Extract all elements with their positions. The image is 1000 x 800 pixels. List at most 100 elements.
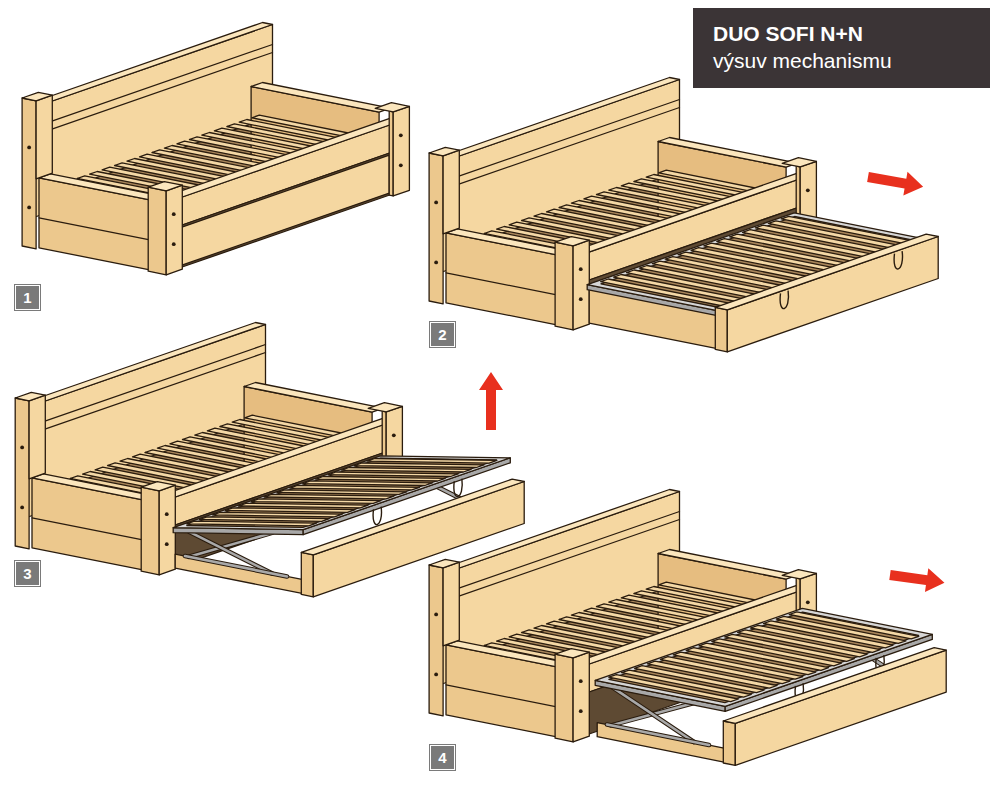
backrest-groove [48,53,272,131]
backrest-top [18,323,266,408]
backrest-top [432,490,680,575]
end-panel-top [251,83,390,113]
slat [225,508,355,513]
panel-line [446,273,558,295]
slat [354,463,484,468]
slat [290,485,420,490]
post [573,652,589,742]
slat [264,494,394,499]
drawer-board-side [715,307,727,351]
post-top [429,559,459,567]
subtitle: výsuv mechanismu [713,48,970,74]
sofa-bed-illustration [15,323,524,597]
product-name: DUO SOFI N+N [713,20,970,48]
post [555,242,573,330]
strap-loop [894,251,902,269]
post-top [141,482,175,491]
dowel-hole [399,163,403,167]
post [148,187,166,275]
trundle-side [175,554,303,594]
drawer-board-side [301,552,313,596]
drawer-board-side [723,721,735,765]
base-rail [607,725,709,745]
post [443,150,459,234]
post [29,395,45,479]
dowel-hole [434,612,438,616]
backrest-groove [48,45,272,123]
post-top [22,92,52,100]
post-top [555,649,589,658]
slat [341,468,471,473]
dowel-hole [165,542,169,546]
backrest-groove [455,108,679,186]
motion-arrow [888,563,946,594]
dowel-hole [579,297,583,301]
end-panel-top [446,641,569,667]
post-top [368,403,402,412]
slat [200,517,330,522]
dowel-hole [399,133,403,137]
slat [789,612,919,639]
slat [277,490,407,495]
post-top [429,147,459,155]
slat [187,521,317,526]
motion-arrow [479,372,503,430]
base-rail [607,725,709,745]
slat [238,503,368,508]
slat [316,477,446,482]
dowel-hole [27,145,31,149]
slat [303,481,433,486]
post-top [375,103,409,112]
callout-number: 4 [430,745,455,770]
backrest-groove [455,100,679,178]
slat [251,499,381,504]
backrest-groove [455,520,679,598]
base-rail [185,556,287,576]
post-top [555,237,589,246]
post [22,98,36,249]
callout-number: 2 [430,322,455,347]
backrest-groove [455,512,679,590]
slat [367,459,497,464]
backrest-top [432,78,680,163]
dowel-hole [434,200,438,204]
end-panel-top [32,474,155,500]
post-top [15,392,45,400]
dowel-hole [20,445,24,449]
dowel-hole [172,242,176,246]
trundle-side [597,723,725,763]
post [555,654,573,742]
dowel-hole [806,600,810,604]
backrest-groove [41,353,265,431]
strap-loop [373,507,381,525]
strap-loop [454,479,462,497]
callout-number: 3 [15,561,40,586]
slat [213,512,343,517]
post [141,487,159,575]
dowel-hole [434,672,438,676]
base-rail [185,556,287,576]
post [443,562,459,646]
sofa-bed-illustration [429,78,938,352]
post-top [148,182,182,191]
post-top [782,158,816,167]
slat [781,216,911,243]
drawer-board-top [301,479,524,555]
sofa-bed-illustration [22,23,409,275]
slat [329,472,459,477]
end-panel-top [658,550,797,580]
end-panel-top [244,383,383,413]
drawer-board [178,155,389,266]
post [36,95,52,179]
sofa-bed-illustration [429,490,946,766]
motion-arrow [866,165,925,198]
post-top [782,570,816,579]
drawer-board-top [715,234,938,310]
callout-number: 1 [15,285,40,310]
dowel-hole [27,205,31,209]
dowel-hole [579,679,583,683]
panel-line [39,218,151,240]
post [166,185,182,275]
